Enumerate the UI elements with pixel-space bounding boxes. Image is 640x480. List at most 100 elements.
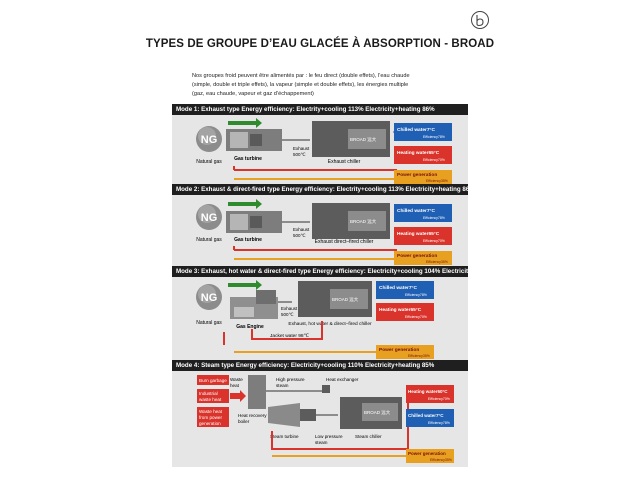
heating-water-label: Heating water60°C <box>408 389 448 394</box>
hp-steam-label-1: High pressure <box>276 377 305 382</box>
waste-power-label-1: Waste heat <box>199 409 223 414</box>
exhaust-temp-label: 500℃ <box>281 312 294 317</box>
exhaust-label: Exhaust <box>293 146 310 151</box>
industrial-label-1: Industrial <box>199 391 218 396</box>
mode-3-panel: Mode 3: Exhaust, hot water & direct-fire… <box>172 266 468 365</box>
chilled-water-box <box>394 123 452 141</box>
page-title: TYPES DE GROUPE D’EAU GLACÉE À ABSORPTIO… <box>145 38 495 50</box>
heating-water-efficiency: Efficiency70% <box>423 158 445 162</box>
green-power-arrow <box>228 199 262 209</box>
jacket-water-loop <box>251 321 323 340</box>
chilled-water-label: Chilled water7°C <box>408 413 444 418</box>
exhaust-chiller-label: Exhaust chiller <box>328 159 361 165</box>
chilled-water-efficiency: Efficiency78% <box>428 421 450 425</box>
heating-water-box <box>376 303 434 321</box>
ng-icon-shine <box>198 127 216 145</box>
broad-brand-label: BROAD 远大 <box>364 409 391 416</box>
mode-1-diagram: NG Natural gas Gas turbine Exhaust 500℃ … <box>172 115 468 185</box>
power-waste-heat-box <box>197 407 229 427</box>
heat-exchanger-label: Heat exchanger <box>326 377 359 382</box>
heating-water-efficiency: Efficiency70% <box>428 397 450 401</box>
chilled-water-efficiency: Efficiency78% <box>423 216 445 220</box>
power-generation-label: Power generation <box>408 451 446 456</box>
mode-1-header: Mode 1: Exhaust type Energy efficiency: … <box>172 104 468 115</box>
mode-1-panel: Mode 1: Exhaust type Energy efficiency: … <box>172 104 468 185</box>
heating-water-label: Heating water65°C <box>397 150 440 156</box>
gas-engine-label: Gas Engine <box>236 324 264 330</box>
mode-4-header: Mode 4: Steam type Energy efficiency: El… <box>172 360 468 371</box>
power-generation-box <box>394 251 452 265</box>
power-generation-box <box>394 170 452 184</box>
power-generation-label: Power generation <box>397 253 437 259</box>
heating-water-box <box>406 385 454 403</box>
ng-label: NG <box>201 134 218 146</box>
heating-water-label: Heating water65°C <box>397 231 440 237</box>
mode-2-header: Mode 2: Exhaust & direct-fired type Ener… <box>172 184 468 195</box>
heating-water-box <box>394 227 452 245</box>
natural-gas-label: Natural gas <box>196 320 222 326</box>
heating-water-efficiency: Efficiency70% <box>423 239 445 243</box>
exhaust-label: Exhaust <box>281 306 298 311</box>
gas-turbine-label: Gas turbine <box>234 156 262 162</box>
steam-chiller-panel <box>362 403 398 421</box>
hot-water-chiller-label: Exhaust, hot water & direct–fired chille… <box>288 321 372 327</box>
heat-exchanger-icon <box>322 385 330 393</box>
gas-engine-base <box>234 307 254 317</box>
gas-engine-block <box>256 290 276 304</box>
steam-turbine-icon <box>268 403 300 427</box>
steam-turbine-shaft <box>300 409 316 421</box>
gas-turbine-rotor <box>250 216 262 228</box>
natural-gas-label: Natural gas <box>196 237 222 243</box>
boiler-label-1: Heat recovery <box>238 413 267 418</box>
chilled-water-efficiency: Efficiency78% <box>405 293 427 297</box>
mode-4-diagram: Burn garbage Industrial waste heat Waste… <box>172 371 468 467</box>
power-generation-efficiency: Efficiency35% <box>426 260 448 264</box>
waste-power-label-2: from power <box>199 415 222 420</box>
chilled-water-box <box>406 409 454 427</box>
broad-brand-label: BROAD 远大 <box>332 296 359 303</box>
intro-line-2: (simple, double et triple effets), la va… <box>192 82 409 88</box>
power-generation-efficiency: Efficiency35% <box>426 179 448 183</box>
direct-fired-chiller-panel <box>348 211 386 231</box>
intro-line-1: Nos groupes froid peuvent être alimentés… <box>192 73 410 79</box>
mode-2-diagram: NG Natural gas Gas turbine Exhaust 500℃ … <box>172 195 468 267</box>
gas-turbine-body <box>230 214 248 230</box>
green-power-arrow <box>228 118 262 128</box>
mode-3-diagram: NG Natural gas Gas Engine Exhaust 500℃ B… <box>172 277 468 365</box>
mode-4-panel: Mode 4: Steam type Energy efficiency: El… <box>172 360 468 467</box>
ng-icon-shine <box>198 205 216 223</box>
natural-gas-label: Natural gas <box>196 159 222 165</box>
chilled-water-label: Chilled water7°C <box>397 127 435 133</box>
exhaust-chiller-panel <box>348 129 386 149</box>
heating-water-label: Heating water65°C <box>379 307 422 313</box>
mode-2-panel: Mode 2: Exhaust & direct-fired type Ener… <box>172 184 468 267</box>
gas-turbine-label: Gas turbine <box>234 237 262 243</box>
ng-label: NG <box>201 292 218 304</box>
exhaust-temp-label: 500℃ <box>293 233 306 238</box>
chilled-water-efficiency: Efficiency78% <box>423 135 445 139</box>
industrial-label-2: waste heat <box>199 397 222 402</box>
power-generation-label: Power generation <box>397 172 437 178</box>
hp-steam-label-2: steam <box>276 383 289 388</box>
waste-heat-label-1: Waste <box>230 377 243 382</box>
waste-heat-label-2: heat <box>230 383 240 388</box>
chilled-water-label: Chilled water7°C <box>379 285 417 291</box>
lp-steam-label-1: Low pressure <box>315 434 343 439</box>
gas-turbine-body <box>230 132 248 148</box>
broad-logo-icon <box>471 11 489 29</box>
heat-recovery-boiler-icon <box>248 375 266 409</box>
broad-brand-label: BROAD 远大 <box>350 136 377 143</box>
lp-steam-label-2: steam <box>315 440 328 445</box>
exhaust-label: Exhaust <box>293 227 310 232</box>
exhaust-temp-label: 500℃ <box>293 152 306 157</box>
power-generation-label: Power generation <box>379 347 419 353</box>
broad-brand-label: BROAD 远大 <box>350 218 377 225</box>
ng-icon-shine <box>198 285 216 303</box>
jacket-water-label: Jacket water 98℃ <box>270 333 310 339</box>
hot-water-chiller-panel <box>330 289 368 309</box>
power-generation-box <box>376 345 434 359</box>
industrial-waste-heat-box <box>197 389 229 403</box>
burn-garbage-label: Burn garbage <box>199 378 227 383</box>
steam-turbine-label: Steam turbine <box>270 434 299 439</box>
green-power-arrow <box>228 280 262 290</box>
